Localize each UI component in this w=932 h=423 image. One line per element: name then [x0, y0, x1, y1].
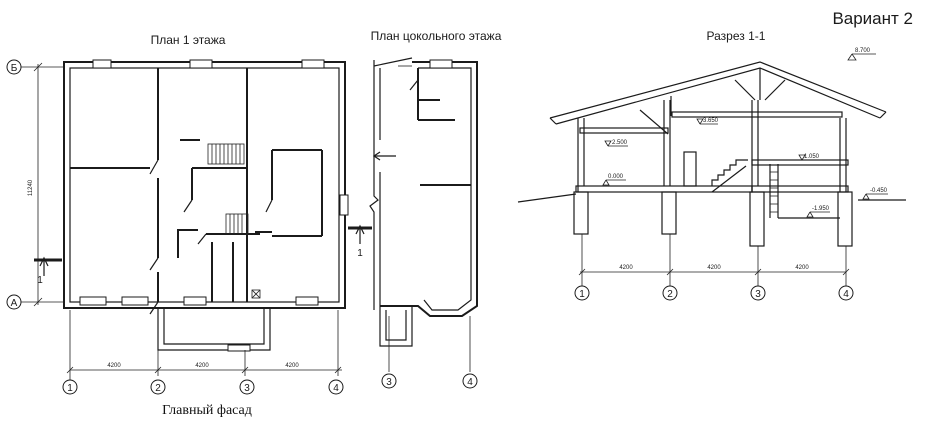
svg-text:4200: 4200 — [195, 363, 209, 369]
level-minus-1950: -1.950 — [812, 206, 830, 212]
section-mark-left: 1 — [34, 256, 62, 286]
svg-text:4: 4 — [333, 383, 339, 394]
basement-plan: 3 4 — [369, 57, 478, 389]
svg-text:4: 4 — [467, 377, 473, 388]
svg-text:3: 3 — [755, 289, 761, 300]
outer-wall-inner-line — [69, 67, 340, 303]
window-right — [339, 194, 349, 216]
windows-top — [92, 59, 325, 69]
plan1-floor — [63, 59, 349, 352]
svg-text:1: 1 — [67, 383, 73, 394]
plan-bottom-dimensions: 4200 4200 4200 — [66, 310, 342, 376]
svg-text:1: 1 — [579, 289, 585, 300]
level-8700: 8.700 — [855, 48, 871, 54]
section-mark-right: 1 — [348, 224, 372, 259]
svg-text:2: 2 — [155, 383, 161, 394]
svg-text:1: 1 — [37, 275, 43, 286]
svg-text:4200: 4200 — [619, 265, 633, 271]
level-3650: 3.650 — [703, 118, 719, 124]
svg-text:2: 2 — [667, 289, 673, 300]
plan-vertical-dimension: 11240 — [28, 62, 43, 307]
section-title: Разрез 1-1 — [707, 29, 766, 43]
level-1050: 1.050 — [804, 154, 820, 160]
section-drawing — [517, 61, 906, 247]
door-swings — [149, 159, 273, 315]
entrance-porch — [157, 308, 271, 352]
svg-text:4200: 4200 — [107, 363, 121, 369]
interior-walls — [70, 68, 323, 302]
outer-wall — [63, 61, 346, 309]
section-axis-numbers: 1 2 3 4 — [574, 285, 854, 301]
facade-caption: Главный фасад — [162, 403, 252, 418]
variant-label: Вариант 2 — [832, 9, 913, 28]
svg-text:4: 4 — [843, 289, 849, 300]
l-shaped-wall — [177, 229, 198, 258]
svg-text:11240: 11240 — [28, 179, 34, 196]
svg-text:4200: 4200 — [795, 265, 809, 271]
svg-text:4200: 4200 — [285, 363, 299, 369]
level-2500: 2.500 — [612, 140, 628, 146]
svg-text:4200: 4200 — [707, 265, 721, 271]
chimney-symbol — [251, 289, 261, 299]
svg-text:3: 3 — [244, 383, 250, 394]
section-dimensions: 4200 4200 4200 — [578, 234, 850, 286]
svg-text:А: А — [11, 298, 18, 309]
plan-axis-letters: Б А — [6, 59, 64, 310]
stairs-upper — [207, 143, 245, 165]
plan1-title: План 1 этажа — [151, 33, 226, 47]
stairs-lower — [225, 213, 249, 235]
level-minus-0450: -0.450 — [870, 188, 888, 194]
level-0000: 0.000 — [608, 174, 624, 180]
svg-text:1: 1 — [357, 248, 363, 259]
level-marks: 8.700 3.650 2.500 1.050 0.000 -0.450 -1.… — [602, 48, 888, 218]
windows-bottom — [79, 296, 319, 306]
svg-text:3: 3 — [386, 377, 392, 388]
basement-plan-title: План цокольного этажа — [371, 29, 502, 43]
plan-axis-numbers: 1 2 3 4 — [62, 376, 344, 395]
svg-text:Б: Б — [11, 63, 18, 74]
